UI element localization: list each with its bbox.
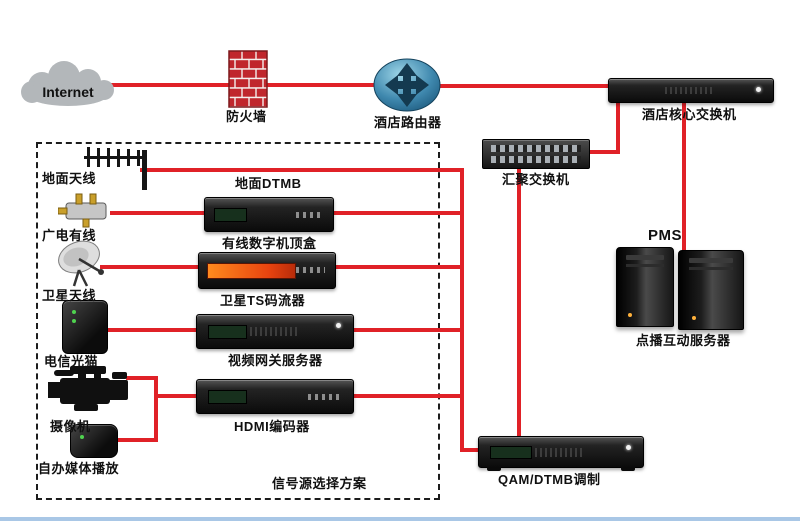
cable-tv-label: 广电有线 <box>42 228 97 243</box>
terrestrial-dtmb-label: 地面DTMB <box>235 176 302 191</box>
hdmi-encoder-device <box>196 379 354 414</box>
status-led-icon <box>71 318 76 323</box>
port-row <box>491 145 581 152</box>
video-gateway-device <box>196 314 354 349</box>
orange-display <box>207 262 297 280</box>
drive-bay <box>625 263 665 267</box>
video-gateway-label: 视频网关服务器 <box>228 353 323 368</box>
vents <box>664 87 714 94</box>
router-node <box>372 54 442 114</box>
vod-server-tower <box>678 250 744 330</box>
firewall-node <box>228 50 268 108</box>
drive-bay <box>689 266 733 270</box>
front-buttons <box>295 267 326 274</box>
camera-label: 摄像机 <box>50 419 91 434</box>
power-led-icon <box>691 315 696 320</box>
self-media-label: 自办媒体播放 <box>38 461 120 476</box>
cable-stb-label: 有线数字机顶盒 <box>222 236 317 251</box>
core-switch-label: 酒店核心交换机 <box>642 107 737 122</box>
brick-wall-icon <box>228 50 268 108</box>
power-led-icon <box>626 445 631 450</box>
page-bottom-edge <box>0 517 800 521</box>
aggregation-switch-label: 汇聚交换机 <box>502 172 570 187</box>
vod-server-label: 点播互动服务器 <box>636 333 731 348</box>
satellite-ts-label: 卫星TS码流器 <box>220 293 306 308</box>
status-led-icon <box>80 434 85 439</box>
power-led-icon <box>756 87 761 92</box>
front-buttons <box>307 393 343 400</box>
cable-stb-device <box>204 197 334 232</box>
status-led-icon <box>71 310 76 315</box>
satellite-dish-icon <box>58 240 104 287</box>
video-camera-icon <box>48 366 128 411</box>
power-led-icon <box>628 312 633 317</box>
vents <box>250 326 297 337</box>
qam-dtmb-label: QAM/DTMB调制 <box>498 472 601 487</box>
coax-splitter-icon <box>57 193 107 228</box>
firewall-label: 防火墙 <box>226 109 267 124</box>
vod-server-tower <box>616 247 674 327</box>
telecom-modem-label: 电信光猫 <box>44 354 99 369</box>
hdmi-encoder-label: HDMI编码器 <box>234 419 310 434</box>
cable-splitter-node <box>57 192 116 228</box>
router-globe-arrows-icon <box>373 58 441 112</box>
cloud-icon: Internet <box>21 61 114 106</box>
signal-source-group-box <box>36 142 440 500</box>
terrestrial-antenna-label: 地面天线 <box>42 171 97 186</box>
front-display <box>490 446 532 460</box>
internet-node: Internet <box>14 60 122 110</box>
internet-label: Internet <box>42 84 94 100</box>
group-title-label: 信号源选择方案 <box>272 476 367 491</box>
rack-foot <box>621 467 635 471</box>
drive-bay <box>625 255 665 261</box>
front-display <box>213 207 247 223</box>
telecom-modem-node <box>62 300 108 354</box>
power-led-icon <box>336 323 341 328</box>
connector <box>460 168 484 452</box>
drive-bay <box>689 258 733 264</box>
satellite-antenna-node <box>54 238 112 288</box>
front-display <box>207 324 248 340</box>
core-switch-device <box>608 78 774 103</box>
media-player-node <box>70 424 118 458</box>
camera-node <box>48 364 134 416</box>
front-display <box>207 389 248 405</box>
front-buttons <box>295 211 325 218</box>
satellite-antenna-label: 卫星天线 <box>42 288 97 303</box>
port-row <box>491 156 581 163</box>
router-label: 酒店路由器 <box>374 115 442 130</box>
qam-dtmb-device <box>478 436 644 471</box>
satellite-ts-device <box>198 252 336 289</box>
vents <box>534 447 584 457</box>
rack-foot <box>487 467 501 471</box>
pms-label: PMS <box>648 227 683 244</box>
connector <box>588 100 620 154</box>
aggregation-switch-device <box>482 139 590 169</box>
